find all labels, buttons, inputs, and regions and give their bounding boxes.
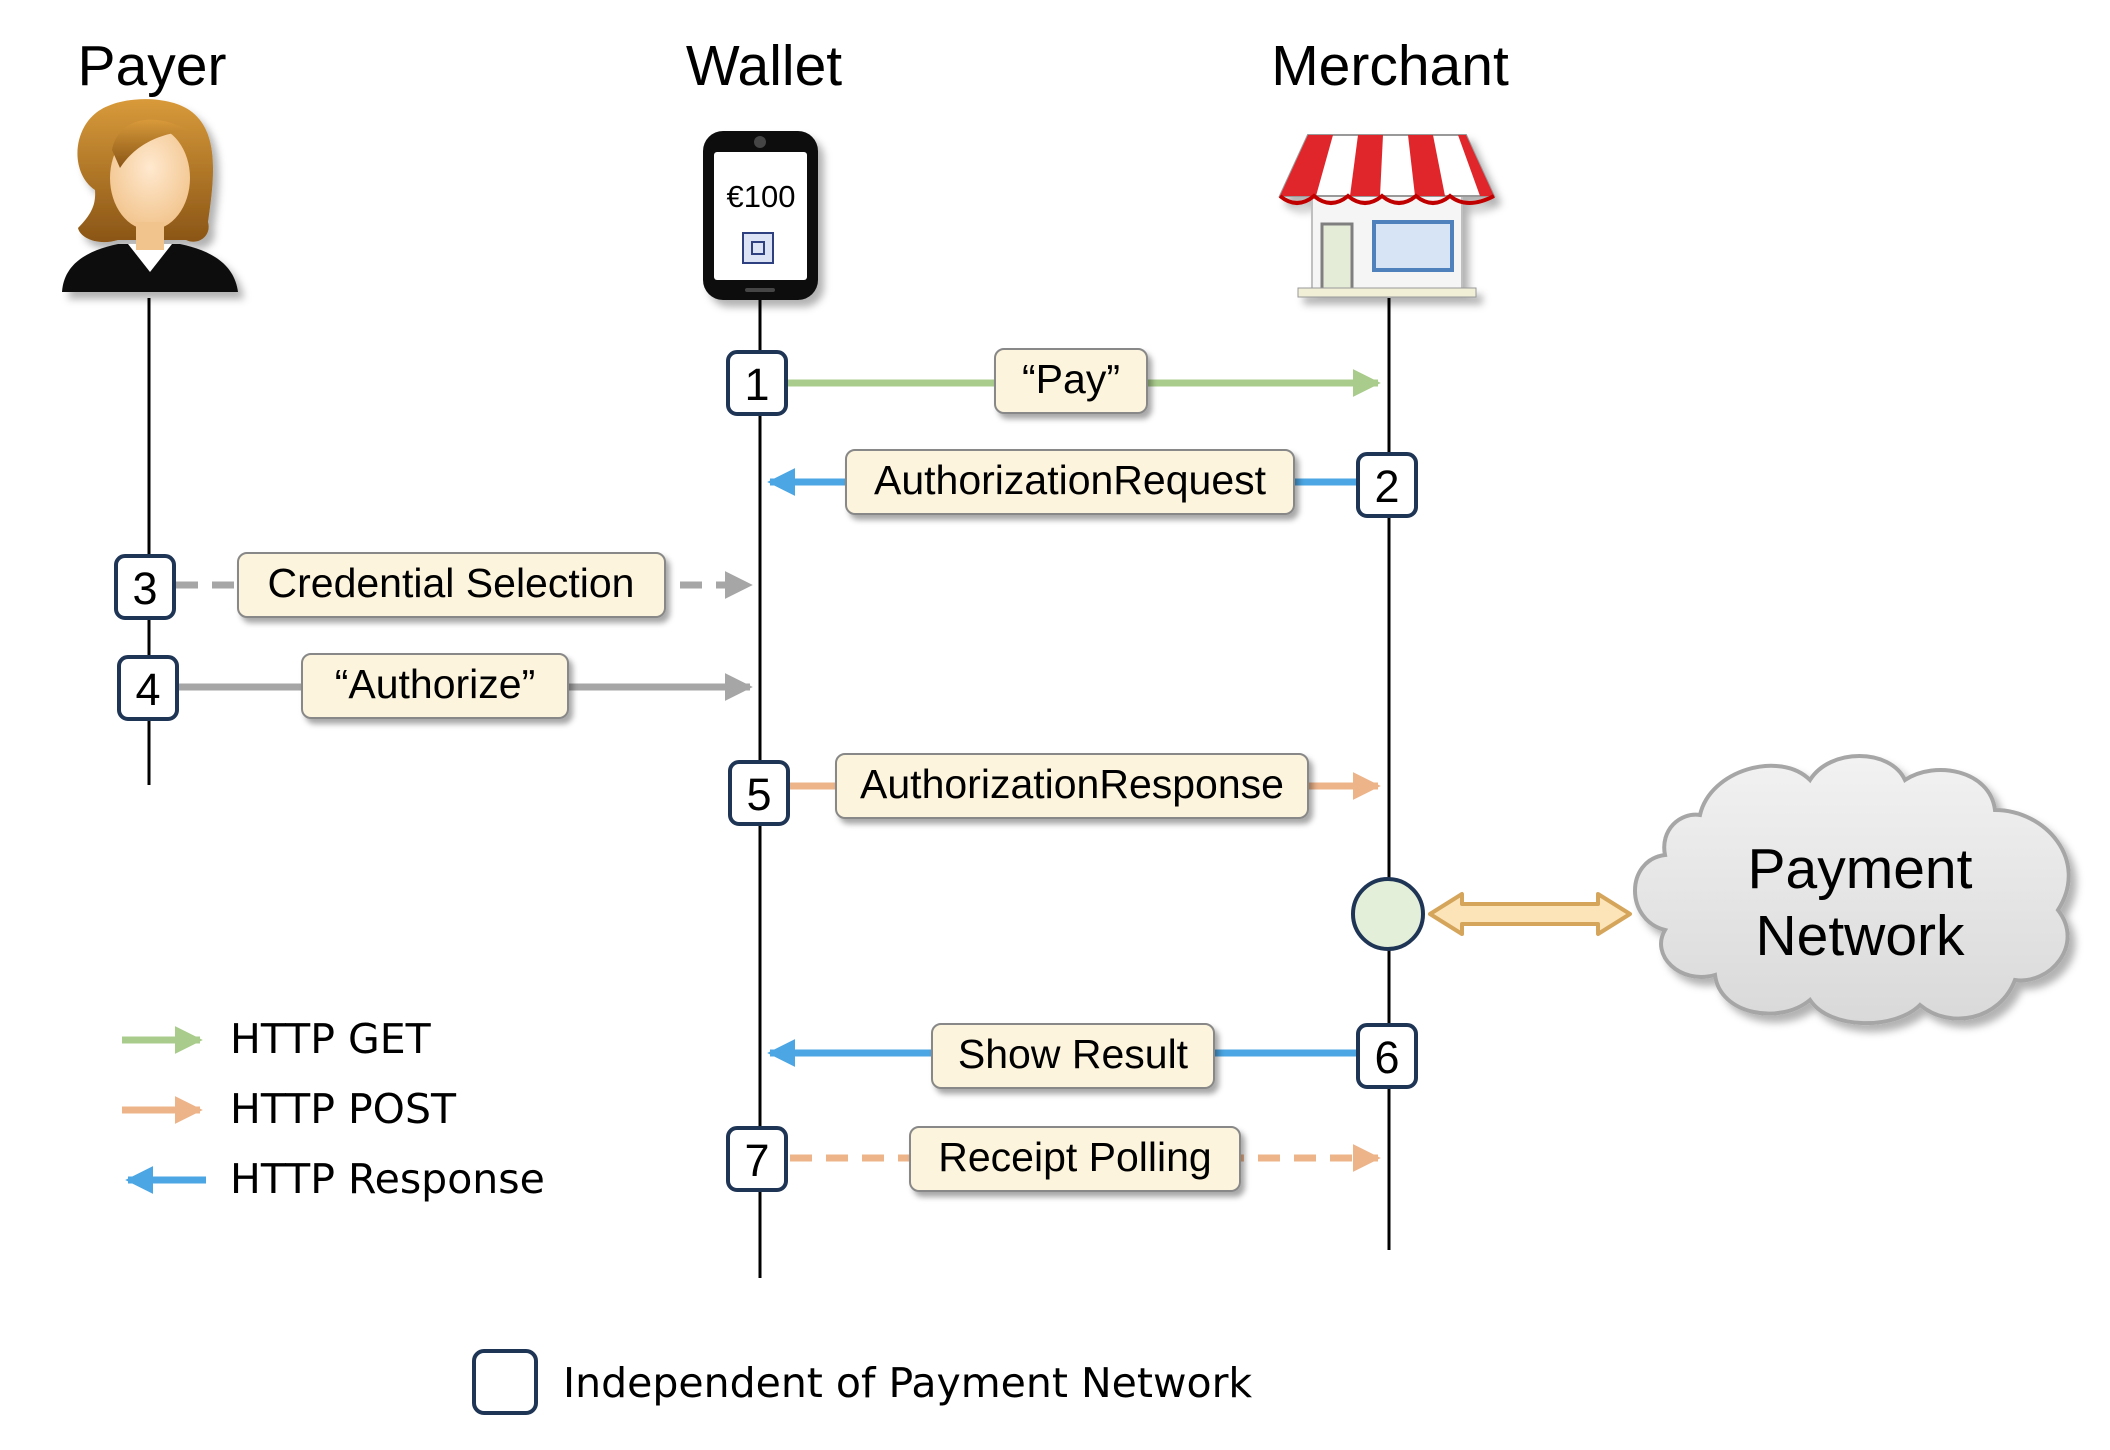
wallet-balance: €100: [727, 179, 796, 214]
message-label-2: AuthorizationRequest: [845, 449, 1295, 515]
step-box-4: 4: [117, 655, 179, 721]
svg-text:“Authorize”: “Authorize”: [335, 661, 536, 707]
settlement-node: [1351, 877, 1425, 951]
svg-text:Credential Selection: Credential Selection: [268, 560, 635, 606]
svg-text:5: 5: [746, 769, 771, 820]
svg-text:Receipt Polling: Receipt Polling: [938, 1134, 1212, 1180]
svg-text:4: 4: [135, 664, 160, 715]
step-box-5: 5: [728, 760, 790, 826]
legend-response-label: HTTP Response: [230, 1155, 545, 1203]
step-box-2: 2: [1356, 452, 1418, 518]
message-label-3: Credential Selection: [237, 552, 666, 618]
legend-get-label: HTTP GET: [230, 1015, 432, 1063]
merchant-shop-icon: [1278, 134, 1496, 298]
actor-title-wallet: Wallet: [686, 34, 842, 98]
svg-text:AuthorizationResponse: AuthorizationResponse: [860, 761, 1284, 807]
svg-text:1: 1: [744, 359, 769, 410]
message-label-5: AuthorizationResponse: [835, 753, 1309, 819]
svg-text:3: 3: [132, 563, 157, 614]
step-box-3: 3: [114, 554, 176, 620]
svg-text:6: 6: [1374, 1032, 1399, 1083]
wallet-phone-icon: [703, 131, 818, 300]
svg-text:2: 2: [1374, 461, 1399, 512]
svg-text:“Pay”: “Pay”: [1022, 356, 1120, 402]
payment-network-double-arrow: [1428, 892, 1632, 936]
payment-network-label-line2: Network: [1755, 904, 1965, 968]
payer-avatar-icon: [62, 99, 238, 292]
legend-post-label: HTTP POST: [230, 1085, 457, 1133]
message-label-7: Receipt Polling: [909, 1126, 1241, 1192]
payment-network-label-line1: Payment: [1748, 837, 1973, 901]
actor-title-payer: Payer: [78, 34, 227, 98]
svg-text:7: 7: [744, 1135, 769, 1186]
message-label-6: Show Result: [931, 1023, 1215, 1089]
step-box-7: 7: [726, 1126, 788, 1192]
message-label-4: “Authorize”: [301, 653, 569, 719]
svg-text:Show Result: Show Result: [958, 1031, 1189, 1077]
payment-network-cloud: [1633, 754, 2071, 1026]
actor-title-merchant: Merchant: [1271, 34, 1509, 98]
legend: HTTP GET HTTP POST HTTP Response Indepen…: [122, 1015, 1252, 1415]
step-box-6: 6: [1356, 1023, 1418, 1089]
legend-independent-label: Independent of Payment Network: [563, 1359, 1252, 1407]
message-label-1: “Pay”: [994, 348, 1148, 414]
legend-independent-swatch: [472, 1349, 538, 1415]
step-box-1: 1: [726, 350, 788, 416]
svg-text:AuthorizationRequest: AuthorizationRequest: [874, 457, 1267, 503]
